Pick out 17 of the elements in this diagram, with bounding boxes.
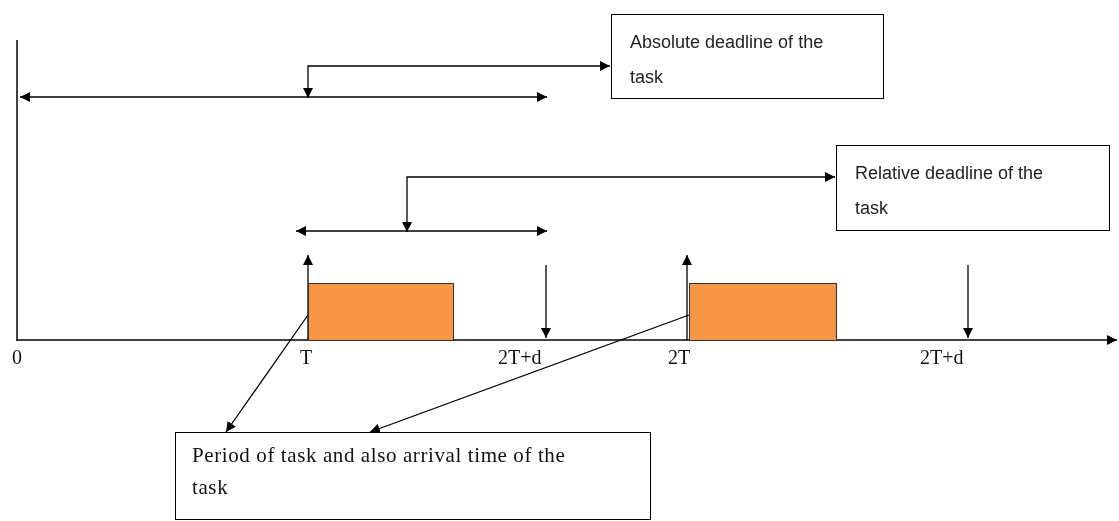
- callout-box: [611, 14, 884, 99]
- tick-label: 2T+d: [498, 346, 542, 369]
- task-bar: [689, 283, 837, 341]
- tick-label: 2T: [668, 346, 691, 369]
- tick-label: 2T+d: [920, 346, 964, 369]
- callout-text: Period of task and also arrival time of the task: [192, 442, 567, 501]
- tick-label: T: [300, 346, 313, 369]
- tick-label: 0: [12, 346, 22, 369]
- bracket-arrow: [402, 172, 836, 233]
- callout-box: [175, 432, 651, 520]
- callout-text: Relative deadline of the task: [855, 162, 1045, 220]
- leader-line: [225, 314, 309, 433]
- bracket-arrow: [303, 61, 611, 99]
- callout-box: [836, 145, 1110, 231]
- callout-text: Absolute deadline of the task: [630, 31, 825, 89]
- task-bar: [308, 283, 454, 341]
- leader-line: [369, 314, 690, 434]
